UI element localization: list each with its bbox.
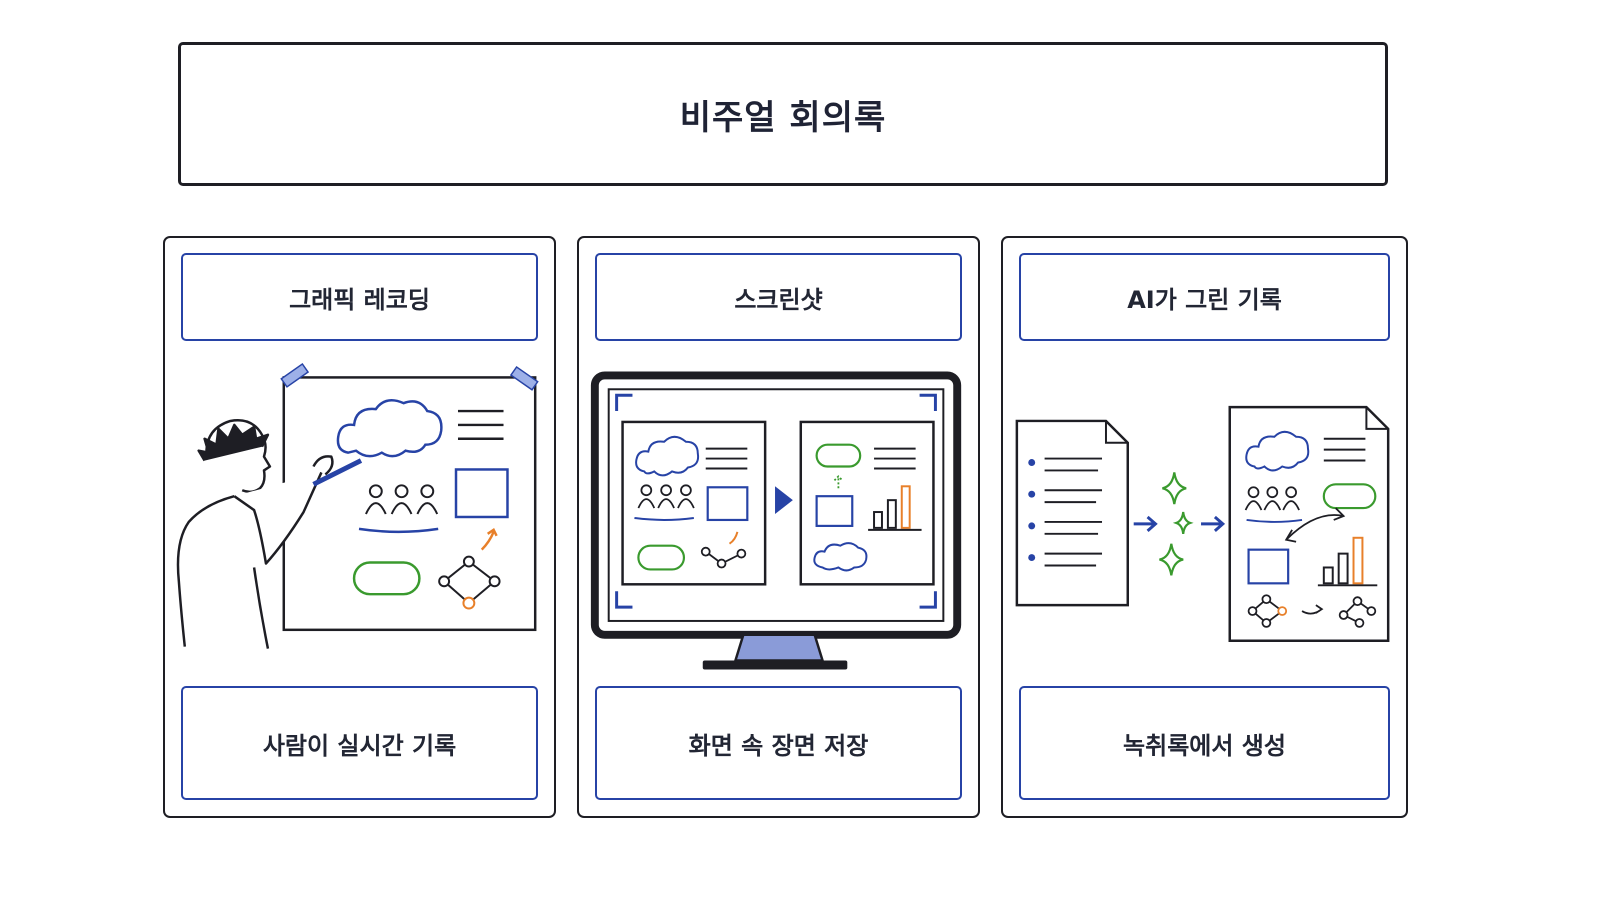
graphic-recording-illustration [176, 362, 539, 649]
card-caption-box: 화면 속 장면 저장 [595, 686, 962, 800]
card-heading-box: 스크린샷 [595, 253, 962, 341]
card-graphic-recording: 그래픽 레코딩 [163, 236, 556, 818]
text-lines-icon [457, 409, 504, 441]
transcript-document-icon [1015, 419, 1129, 607]
visual-record-document-icon [1228, 405, 1390, 642]
card-caption: 녹취록에서 생성 [1123, 731, 1286, 760]
person-drawing-icon [176, 419, 363, 649]
people-icon [358, 484, 439, 534]
screenshot-illustration [590, 371, 962, 670]
sparkle-icon [1159, 472, 1194, 576]
play-arrow-icon [775, 486, 793, 515]
capture-corners-icon [615, 393, 937, 609]
card-caption: 화면 속 장면 저장 [688, 731, 869, 760]
ai-record-illustration [1015, 405, 1390, 642]
card-heading-box: 그래픽 레코딩 [181, 253, 538, 341]
card-heading-box: AI가 그린 기록 [1019, 253, 1390, 341]
arrow-icon [480, 528, 498, 551]
right-slide-icon [799, 420, 935, 586]
page-title: 비주얼 회의록 [679, 97, 887, 138]
card-caption-box: 사람이 실시간 기록 [181, 686, 538, 800]
square-icon [454, 468, 509, 519]
card-heading: 그래픽 레코딩 [289, 285, 430, 314]
page-title-box: 비주얼 회의록 [178, 42, 1388, 186]
arrow-right-icon [1133, 515, 1226, 532]
card-screenshot: 스크린샷 [577, 236, 980, 818]
card-caption: 사람이 실시간 기록 [262, 731, 457, 760]
green-pill-icon [352, 561, 421, 596]
card-ai-record: AI가 그린 기록 [1001, 236, 1408, 818]
card-caption-box: 녹취록에서 생성 [1019, 686, 1390, 800]
card-heading: AI가 그린 기록 [1127, 285, 1282, 314]
whiteboard-icon [280, 362, 539, 632]
left-slide-icon [621, 420, 767, 586]
card-heading: 스크린샷 [734, 285, 823, 314]
cloud-icon [336, 399, 443, 458]
network-icon [438, 555, 501, 610]
